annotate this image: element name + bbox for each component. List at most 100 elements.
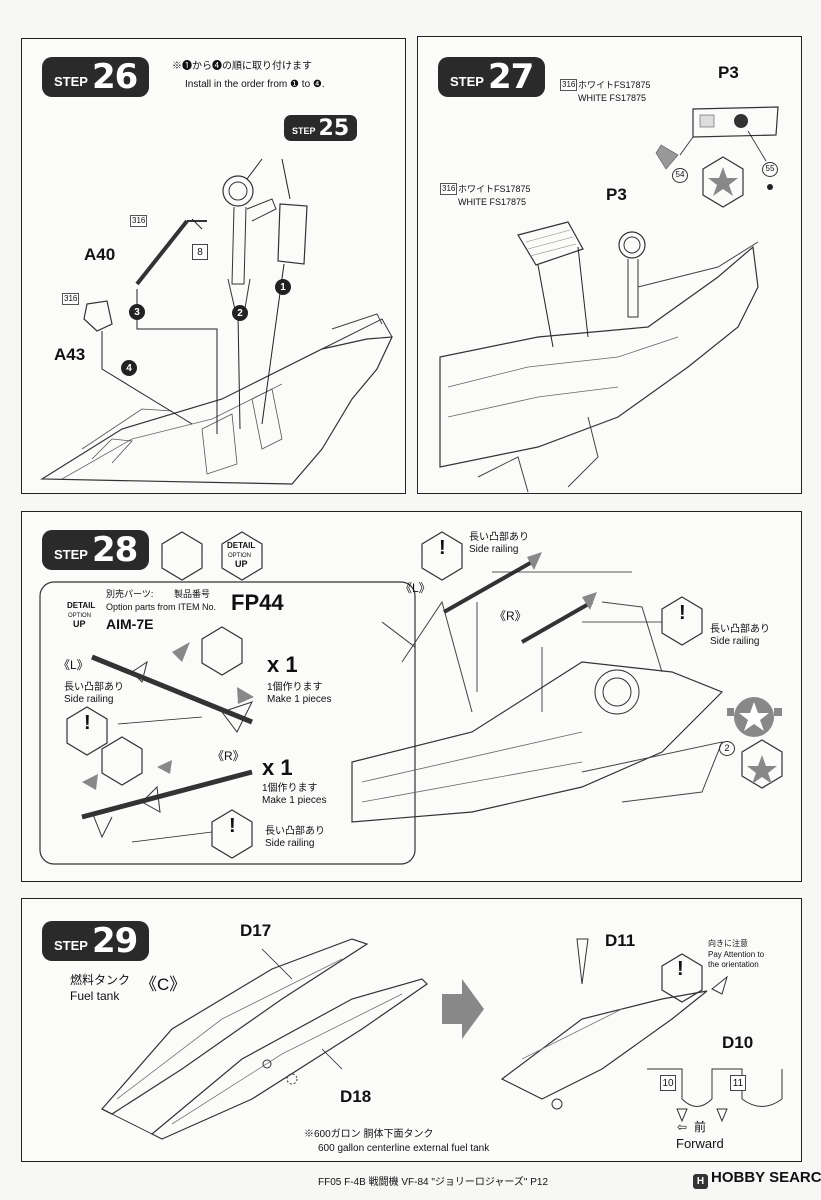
- callout-2: 2: [232, 305, 248, 321]
- option-rail-en: Side railing: [64, 694, 114, 705]
- make-jp-2: 1個作ります: [262, 783, 318, 794]
- part-number-box: 8: [192, 244, 208, 260]
- main-rail-jp: 長い凸部あり: [469, 532, 529, 543]
- part-d17: D17: [240, 921, 272, 940]
- order-note-en: Install in the order from ❶ to ❹.: [185, 79, 325, 90]
- option-left-label: 《L》: [58, 658, 89, 672]
- part-d18: D18: [340, 1087, 372, 1106]
- decal-number-2: 2: [719, 741, 735, 756]
- step-word: STEP: [54, 73, 88, 89]
- attention-jp: 向きに注意: [708, 939, 748, 948]
- option-item-number: FP44: [231, 590, 284, 615]
- exclamation-icon: !: [677, 958, 684, 980]
- option-rail-jp-2: 長い凸部あり: [265, 826, 325, 837]
- brand-mark-icon: H: [693, 1174, 708, 1189]
- step-26-illustration: [39, 158, 393, 485]
- exclamation-icon: !: [229, 815, 236, 837]
- tank-note-en: 600 gallon centerline external fuel tank: [318, 1143, 490, 1154]
- paint-code: 316: [130, 215, 148, 227]
- option-rail-en-2: Side railing: [265, 838, 315, 849]
- main-rail-en: Side railing: [469, 544, 519, 555]
- detail-mid-text: OPTION: [228, 553, 252, 559]
- step-number: 28: [91, 530, 138, 570]
- decal-number-54: 54: [672, 168, 688, 183]
- make-jp-1: 1個作ります: [267, 682, 323, 693]
- step-number: 27: [487, 57, 534, 97]
- option-rail-jp: 長い凸部あり: [64, 682, 124, 693]
- quantity-1: x 1: [267, 652, 298, 677]
- exclamation-icon: !: [679, 602, 686, 624]
- part-p3: P3: [606, 185, 627, 204]
- forward-arrow-icon: ⇦: [677, 1120, 688, 1134]
- reference-step-number: 25: [318, 115, 350, 141]
- missile-name: AIM-7E: [106, 616, 154, 632]
- option-right-label: 《R》: [212, 749, 245, 763]
- option-detail-mid: OPTION: [68, 613, 92, 619]
- step-26-panel: STEP 26 ※❶から❹の順に取り付けます Install in the or…: [21, 38, 406, 494]
- part-d10: D10: [722, 1033, 754, 1052]
- option-parts-en: Option parts from ITEM No.: [106, 602, 217, 612]
- main-rail-jp-2: 長い凸部あり: [710, 624, 770, 635]
- exclamation-icon: !: [439, 537, 446, 559]
- part-d11: D11: [605, 931, 636, 950]
- attention-en-1: Pay Attention to: [708, 950, 765, 959]
- slot-number-11: 11: [730, 1075, 746, 1091]
- step-word: STEP: [54, 937, 88, 953]
- callout-1: 1: [275, 279, 291, 295]
- part-a43: A43: [54, 345, 86, 364]
- callout-3: 3: [129, 304, 145, 320]
- step-number: 26: [91, 57, 138, 97]
- fuel-tank-jp: 燃料タンク: [70, 973, 131, 987]
- step-28-panel: STEP 28 DETAIL OPTION UP DETAIL OPTION U…: [21, 511, 802, 882]
- step-badge: STEP 28: [42, 530, 150, 570]
- quantity-2: x 1: [262, 755, 293, 780]
- reference-step-word: STEP: [292, 125, 316, 136]
- step-number: 29: [91, 921, 138, 961]
- paint-name-jp: ホワイトFS17875: [578, 80, 651, 90]
- paint-name-jp: ホワイトFS17875: [458, 184, 531, 194]
- step-28-illustration: [39, 531, 783, 865]
- option-detail-bot: UP: [73, 619, 86, 629]
- forward-jp: 前: [694, 1120, 707, 1134]
- option-detail-top: DETAIL: [67, 601, 96, 610]
- tank-note-jp: ※600ガロン 胴体下面タンク: [304, 1129, 434, 1140]
- main-right-label: 《R》: [494, 609, 527, 623]
- detail-top-text: DETAIL: [227, 541, 256, 550]
- make-en-2: Make 1 pieces: [262, 795, 327, 806]
- step-badge: STEP 27: [438, 57, 546, 97]
- paint-code: 316: [62, 293, 80, 305]
- step-27-panel: STEP 27 316 ホワイトFS17875 WHITE FS17875 P3…: [417, 36, 802, 494]
- step-29-illustration: [101, 938, 783, 1140]
- fuel-tank-en: Fuel tank: [70, 989, 120, 1003]
- part-p3-decal: P3: [718, 63, 739, 82]
- decal-number-55: 55: [762, 162, 778, 177]
- main-rail-en-2: Side railing: [710, 636, 760, 647]
- paint-name-en: WHITE FS17875: [578, 93, 647, 103]
- fuel-tank-code: 《C》: [140, 975, 187, 994]
- option-parts-jp: 別売パーツ:: [106, 589, 154, 599]
- exclamation-icon: !: [84, 712, 91, 734]
- detail-bot-text: UP: [235, 559, 248, 569]
- step-word: STEP: [54, 546, 88, 562]
- page-caption: FF05 F-4B 戦闘機 VF-84 "ジョリーロジャーズ" P12: [318, 1177, 549, 1188]
- reference-step-badge: STEP 25: [284, 115, 358, 141]
- paint-code: 316: [440, 183, 458, 195]
- paint-name-en: WHITE FS17875: [458, 197, 527, 207]
- main-left-label: 《L》: [400, 581, 431, 595]
- forward-en: Forward: [676, 1136, 724, 1151]
- order-note-jp: ※❶から❹の順に取り付けます: [172, 61, 312, 72]
- attention-en-2: the orientation: [708, 960, 759, 969]
- step-word: STEP: [450, 73, 484, 89]
- part-a40: A40: [84, 245, 116, 264]
- brand-name: HOBBY SEARCH: [711, 1169, 821, 1186]
- paint-code: 316: [560, 79, 578, 91]
- make-en-1: Make 1 pieces: [267, 694, 332, 705]
- step-badge: STEP 29: [42, 921, 150, 961]
- callout-4: 4: [121, 360, 137, 376]
- option-item-jp: 製品番号: [174, 589, 211, 599]
- step-29-panel: STEP 29 燃料タンク Fuel tank 《C》 D17 D18 D11 …: [21, 898, 802, 1162]
- step-27-illustration: [439, 106, 779, 493]
- step-badge: STEP 26: [42, 57, 150, 97]
- slot-number-10: 10: [660, 1075, 676, 1091]
